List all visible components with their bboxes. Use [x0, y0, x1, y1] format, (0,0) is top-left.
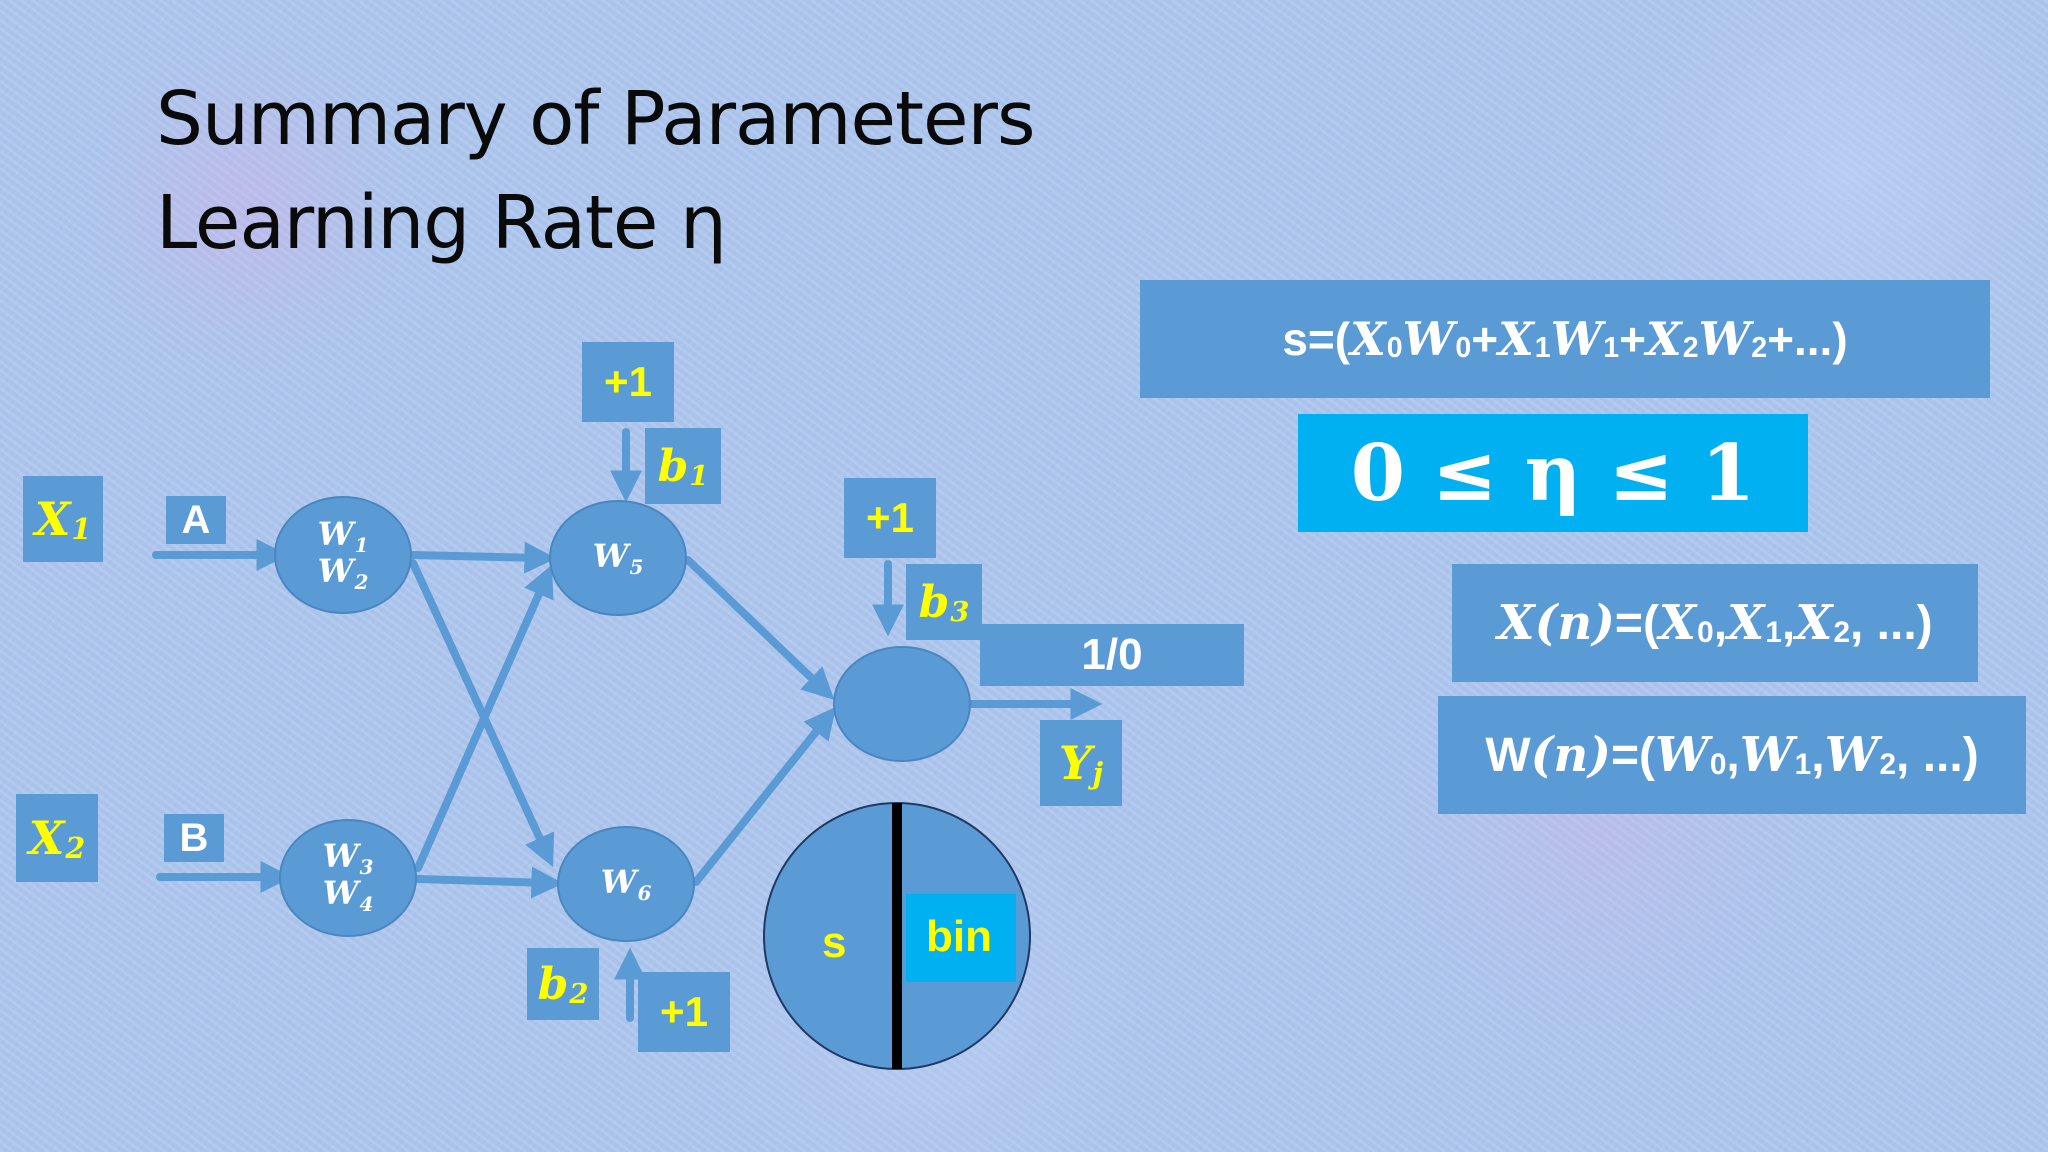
bias-plus-one-3: +1 [844, 478, 936, 558]
hidden-node-1 [274, 496, 412, 614]
activation-bin-label: bin [926, 912, 992, 961]
edge-n1-n6 [409, 559, 555, 868]
edge-n2-n6 [414, 866, 564, 899]
page-subtitle: Learning Rate η [156, 180, 727, 266]
output-node [833, 646, 971, 762]
hidden-node-6 [557, 826, 695, 942]
bias-plus-one-2: +1 [638, 972, 730, 1052]
input-b-label: B [164, 814, 224, 862]
learning-rate-range: 0 ≤ η ≤ 1 [1298, 414, 1808, 532]
output-value: 1/0 [980, 624, 1244, 686]
page-title: Summary of Parameters [156, 76, 1036, 162]
node-2-weights: W3 W4 [322, 837, 374, 916]
node-5-weight: W5 [592, 537, 644, 579]
bias-plus-one-1: +1 [582, 342, 674, 422]
edge-n1-n5 [409, 541, 557, 574]
activation-s-label: s [822, 918, 847, 967]
node-1-weights: W1 W2 [317, 515, 369, 594]
edge-n6-out [692, 706, 836, 886]
activation-circle [763, 802, 1031, 1070]
node-6-weight: W6 [600, 863, 652, 905]
hidden-node-2 [279, 819, 417, 937]
edge-n5-out [684, 556, 835, 700]
input-a-label: A [166, 496, 226, 544]
edge-n2-n5 [414, 564, 554, 872]
hidden-node-5 [549, 500, 687, 616]
